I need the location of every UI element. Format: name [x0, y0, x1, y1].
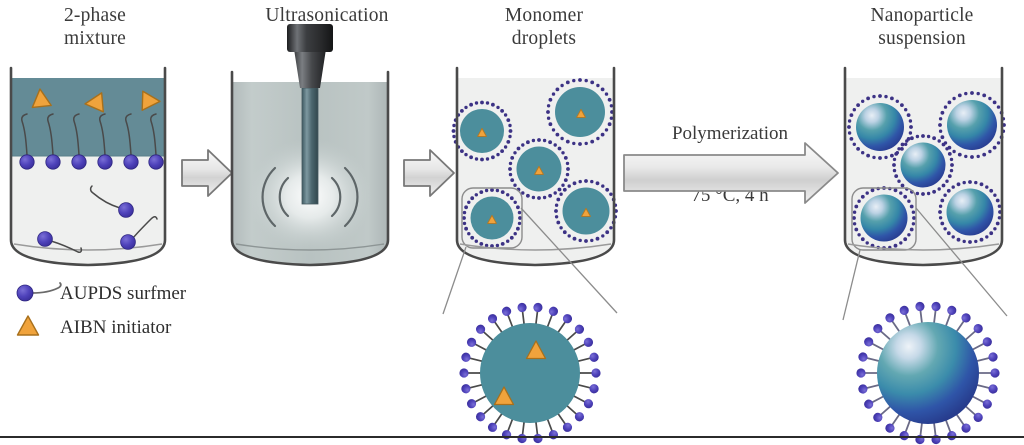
- stage-title-line2: suspension: [878, 28, 966, 49]
- droplet-core: [480, 323, 580, 423]
- nanoparticle: [892, 134, 954, 196]
- surfmer-corona: [852, 186, 916, 250]
- nanoparticle-core: [877, 322, 979, 424]
- nanoparticle-highlighted: [852, 186, 916, 250]
- surfmer-corona: [892, 134, 954, 196]
- probe-head: [287, 24, 333, 52]
- beaker-outline: [455, 66, 616, 267]
- monomer-droplet: [451, 100, 513, 162]
- process-arrow-1: [181, 149, 233, 197]
- magnified-monomer-droplet: [459, 302, 601, 444]
- legend-icon-initiator: [16, 315, 40, 336]
- surfmer-head: [97, 154, 113, 170]
- stage-title-line2: mixture: [63, 28, 127, 49]
- beaker-base-curve: [13, 243, 163, 251]
- monomer-droplet: [508, 138, 570, 200]
- surfmer-head: [123, 154, 139, 170]
- inset-connector-lines-nanoparticle: [842, 207, 1008, 321]
- polymerization-label-top: Polymerization: [671, 123, 789, 144]
- surfmer-head: [19, 154, 35, 170]
- monomer-droplet: [554, 179, 618, 243]
- surfmer-head: [16, 284, 34, 302]
- surfmer-spokes: [864, 309, 992, 437]
- surfmer-corona: [508, 138, 570, 200]
- initiator-triangle: [493, 386, 515, 406]
- surfmer-head: [148, 154, 164, 170]
- polymerization-arrow: [623, 142, 839, 204]
- nanoparticle-core: [856, 103, 904, 151]
- nanoparticle: [938, 180, 1002, 244]
- beaker-outline: [9, 66, 167, 267]
- beaker-outline: [230, 70, 390, 267]
- nanoparticle: [847, 94, 913, 160]
- surfmer-corona: [451, 100, 513, 162]
- stage-title-line1: Nanoparticle: [870, 5, 974, 26]
- magnified-nanoparticle: [856, 301, 1000, 445]
- initiator-triangle: [84, 92, 104, 113]
- initiator-triangle: [141, 90, 161, 111]
- monomer-droplet: [546, 78, 614, 146]
- beaker-outline: [843, 66, 1004, 267]
- ultrasound-waves: [261, 166, 359, 228]
- figure-bottom-rule: [0, 436, 1024, 438]
- beaker-base-curve: [847, 243, 1000, 251]
- organic-phase: [12, 78, 164, 156]
- initiator-triangle: [525, 340, 547, 360]
- nanoparticle-core: [947, 100, 997, 150]
- stage-title-nanoparticle-suspension: Nanoparticle suspension: [820, 4, 1024, 50]
- monomer-droplet-highlighted: [462, 188, 522, 248]
- surfmer-heads: [856, 301, 1000, 445]
- surfmer-head: [37, 231, 53, 247]
- stage-title-line1: Ultrasonication: [265, 5, 389, 26]
- legend-label-surfmer: AUPDS surfmer: [60, 283, 187, 304]
- stage-title-monomer-droplets: Monomer droplets: [448, 4, 640, 50]
- beaker-ultrasonication: [230, 24, 390, 267]
- surfmer-head: [118, 202, 134, 218]
- inset-highlight-box: [851, 187, 917, 251]
- surfmer-head: [120, 234, 136, 250]
- legend-label-initiator: AIBN initiator: [60, 317, 172, 338]
- nanoparticle-core: [860, 194, 908, 242]
- beaker-two-phase-mixture: [9, 66, 167, 267]
- probe-shaft: [301, 87, 319, 205]
- stage-title-line1: 2-phase: [63, 5, 127, 26]
- nanoparticle-core: [946, 188, 994, 236]
- stage-title-two-phase: 2-phase mixture: [0, 4, 190, 50]
- stage-title-line2: droplets: [511, 28, 577, 49]
- free-surfmer: [37, 231, 83, 253]
- surfmer-head: [71, 154, 87, 170]
- stage-title-ultrasonication: Ultrasonication: [222, 4, 432, 27]
- surfmer-head: [45, 154, 61, 170]
- surfmer-corona: [462, 188, 522, 248]
- legend-icon-surfmer: [16, 282, 62, 302]
- beaker-base-curve: [459, 243, 612, 251]
- nanoparticle-core: [900, 142, 946, 188]
- inset-connector-lines-droplet: [442, 207, 618, 315]
- interfacial-surfmer-row: [21, 113, 157, 156]
- interfacial-surfmer-heads: [19, 154, 164, 170]
- beaker-monomer-droplets: [451, 66, 618, 267]
- process-arrow-2: [403, 149, 455, 197]
- surfmer-corona: [938, 180, 1002, 244]
- stage-title-line1: Monomer: [504, 5, 584, 26]
- free-surfmer: [120, 216, 158, 250]
- free-surfmer: [89, 185, 134, 218]
- beaker-nanoparticle-suspension: [843, 66, 1006, 267]
- initiator-triangle: [31, 88, 52, 109]
- beaker-base-curve: [235, 243, 385, 251]
